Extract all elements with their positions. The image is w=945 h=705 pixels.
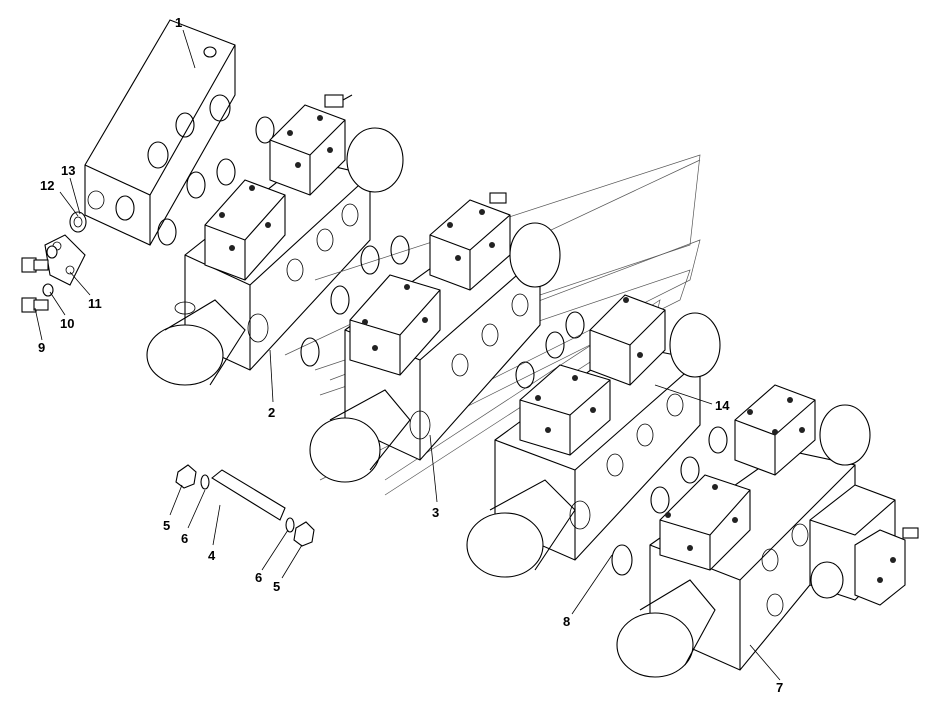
label-4: 4 (208, 548, 216, 563)
tie-bolt-assembly (175, 464, 315, 547)
label-6a: 6 (181, 531, 188, 546)
label-7: 7 (776, 680, 783, 695)
label-12: 12 (40, 178, 54, 193)
label-3: 3 (432, 505, 439, 520)
label-13: 13 (61, 163, 75, 178)
label-10: 10 (60, 316, 74, 331)
label-2: 2 (268, 405, 275, 420)
label-14: 14 (715, 398, 730, 413)
end-plate (84, 19, 236, 246)
label-9: 9 (38, 340, 45, 355)
label-5a: 5 (163, 518, 170, 533)
valve-section-7 (611, 384, 919, 678)
label-1: 1 (175, 15, 182, 30)
label-11: 11 (88, 296, 102, 311)
label-6b: 6 (255, 570, 262, 585)
fittings-9-13 (21, 211, 87, 313)
callout-labels: 1 2 3 4 5 5 6 6 7 8 9 10 11 12 13 14 (38, 15, 783, 695)
valve-section-14 (466, 294, 721, 578)
valve-section-3 (284, 154, 701, 496)
valve-section-2 (146, 94, 404, 386)
label-5b: 5 (273, 579, 280, 594)
leader-lines (34, 29, 781, 681)
label-8: 8 (563, 614, 570, 629)
